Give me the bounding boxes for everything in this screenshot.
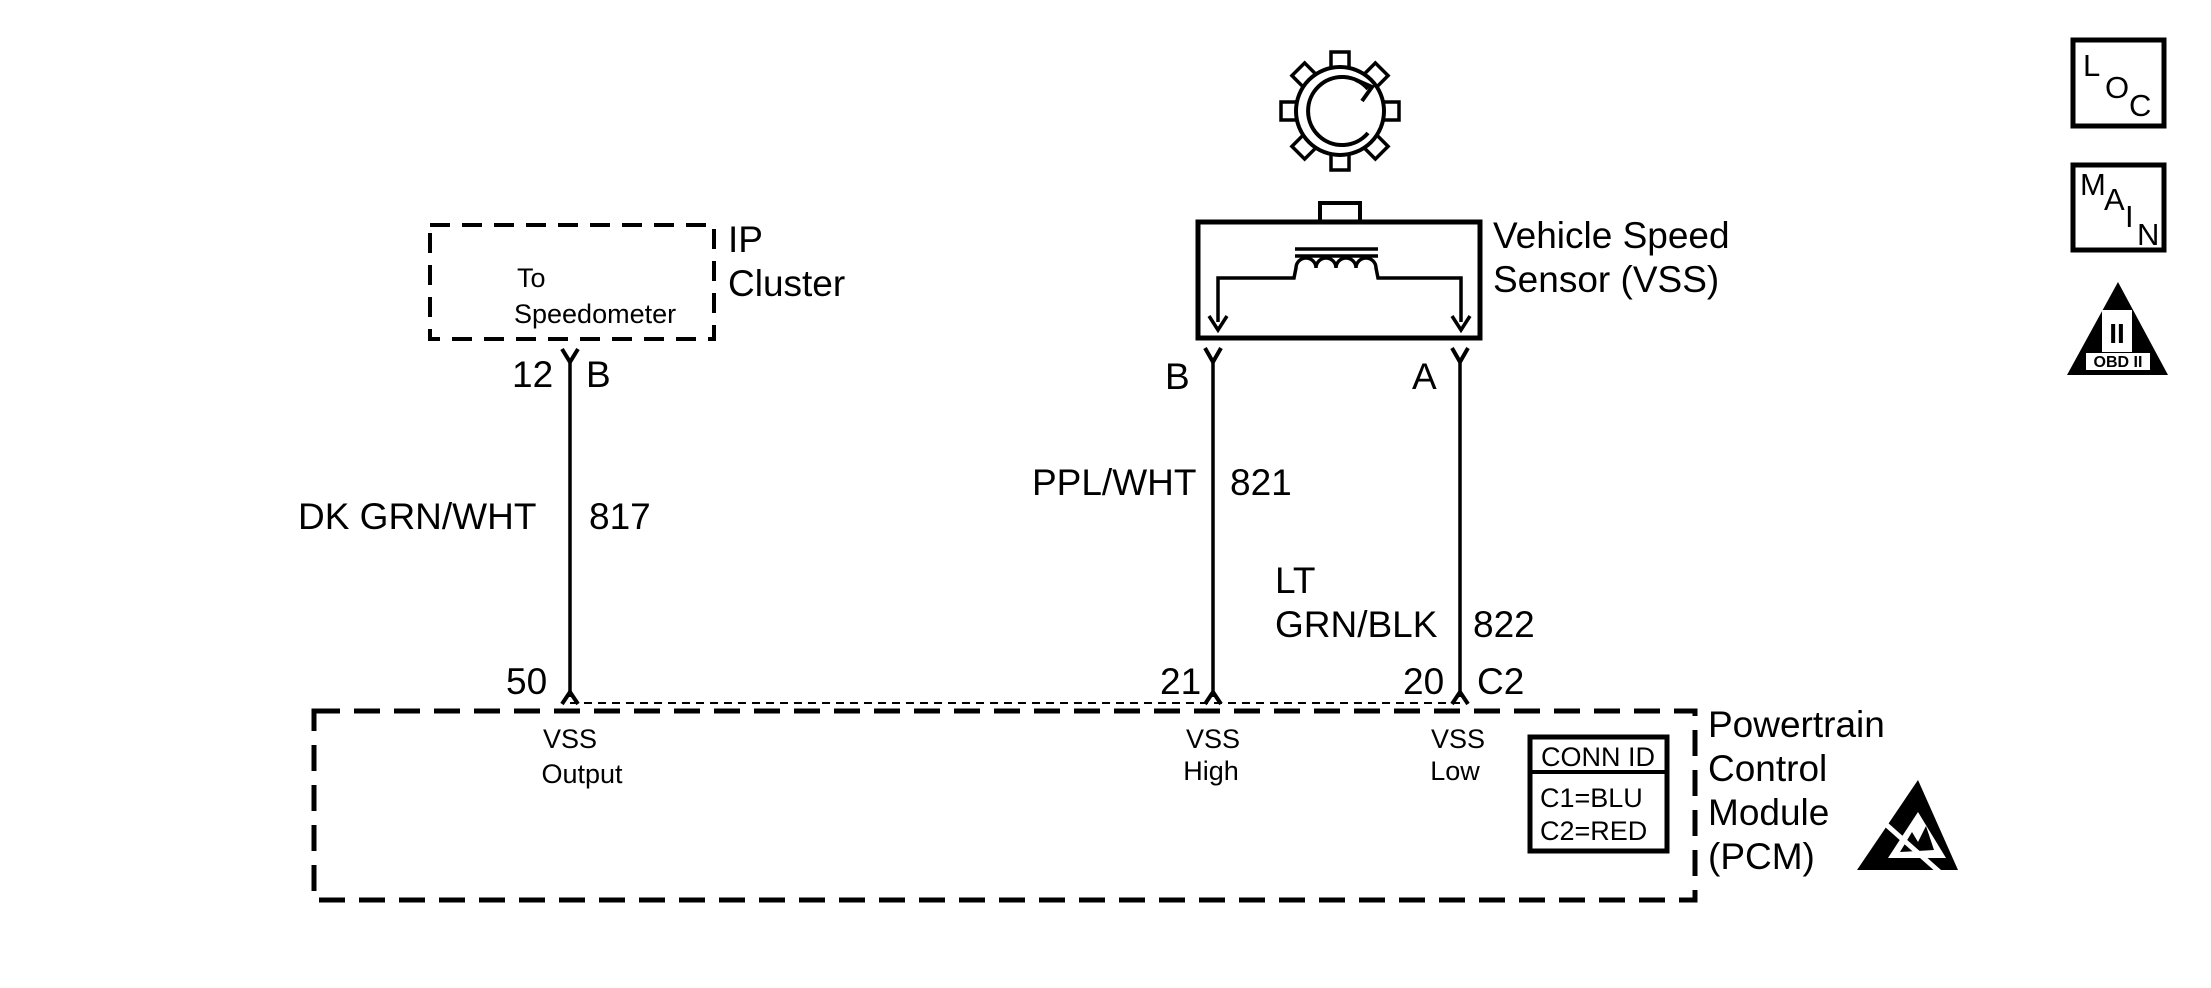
pcm-title-line-3: Module [1708,792,1829,833]
pcm-connector-label: C2 [1477,661,1524,702]
vss-title-line-1: Vehicle Speed [1493,215,1730,256]
conn-id-row-1: C1=BLU [1540,783,1643,813]
ip-cluster: To Speedometer IP Cluster 12 B [428,219,845,395]
vehicle-speed-sensor: Vehicle Speed Sensor (VSS) B A [1165,50,1730,397]
pcm-pin-low-connector [1450,688,1470,706]
loc-badge-letter-l: L [2083,48,2100,83]
vss-connector-pin-a [1450,347,1470,367]
main-badge-letter-i: I [2125,199,2134,234]
ip-cluster-box [428,223,716,341]
wire-821: PPL/WHT 821 [1032,362,1292,697]
wire-822: LT GRN/BLK 822 [1275,362,1535,697]
pcm-pin-high-label-2: High [1183,756,1239,786]
conn-id-header: CONN ID [1541,742,1655,772]
wire-817-circuit: 817 [589,496,651,537]
pcm-pin-low-label-1: VSS [1431,724,1485,754]
main-badge-letter-n: N [2137,217,2159,252]
pcm-pin-output-connector [560,688,580,706]
conn-id-row-2: C2=RED [1540,816,1647,846]
ip-cluster-pin-number: 12 [512,354,553,395]
pcm-pin-low-label-2: Low [1430,756,1480,786]
pcm-pin-low-number: 20 [1403,661,1444,702]
vss-pin-a-label: A [1412,356,1437,397]
pcm-title-line-1: Powertrain [1708,704,1885,745]
reluctor-wheel-icon [1279,50,1401,172]
pcm-pin-high-label-1: VSS [1186,724,1240,754]
loc-badge-letter-c: C [2129,88,2151,123]
loc-badge: L O C [2070,37,2167,129]
main-badge-letter-m: M [2080,167,2106,202]
pcm-pin-high-number: 21 [1160,661,1201,702]
wire-822-color-line-1: LT [1275,560,1315,601]
ip-cluster-connector-pin [560,347,580,366]
esd-warning-icon [1857,780,1958,878]
wire-821-circuit: 821 [1230,462,1292,503]
vss-connector-pin-b [1203,347,1223,367]
pcm-title-line-4: (PCM) [1708,836,1815,877]
ip-cluster-inner-line-1: To [517,263,546,293]
pcm: 50 21 20 C2 VSS Output VSS High VSS Low … [311,661,1958,903]
pcm-title-line-2: Control [1708,748,1827,789]
main-badge: M A I N [2070,162,2167,253]
obd-ii-badge: II OBD II [2067,282,2168,375]
ip-cluster-inner-line-2: Speedometer [514,299,676,329]
main-badge-letter-a: A [2104,182,2125,217]
vss-title-line-2: Sensor (VSS) [1493,259,1719,300]
conn-id-table: CONN ID C1=BLU C2=RED [1527,734,1670,854]
pcm-pin-output-label-2: Output [541,759,623,789]
wire-817-color: DK GRN/WHT [298,496,536,537]
ip-cluster-title-line-2: Cluster [728,263,845,304]
vss-pin-b-label: B [1165,356,1190,397]
wire-822-circuit: 822 [1473,604,1535,645]
wire-822-color-line-2: GRN/BLK [1275,604,1438,645]
pcm-pin-output-label-1: VSS [543,724,597,754]
ip-cluster-title-line-1: IP [728,219,763,260]
obd-ii-label: OBD II [2094,354,2143,371]
pcm-pin-output-number: 50 [506,661,547,702]
obd-ii-numeral: II [2109,318,2125,349]
wire-817: DK GRN/WHT 817 [298,362,651,697]
ip-cluster-connector-letter: B [586,354,611,395]
vss-body [1195,219,1483,341]
pcm-box [311,708,1698,903]
pcm-pin-high-connector [1203,688,1223,706]
wire-821-color: PPL/WHT [1032,462,1196,503]
vss-coil-icon [1207,247,1472,334]
loc-badge-letter-o: O [2105,70,2129,105]
